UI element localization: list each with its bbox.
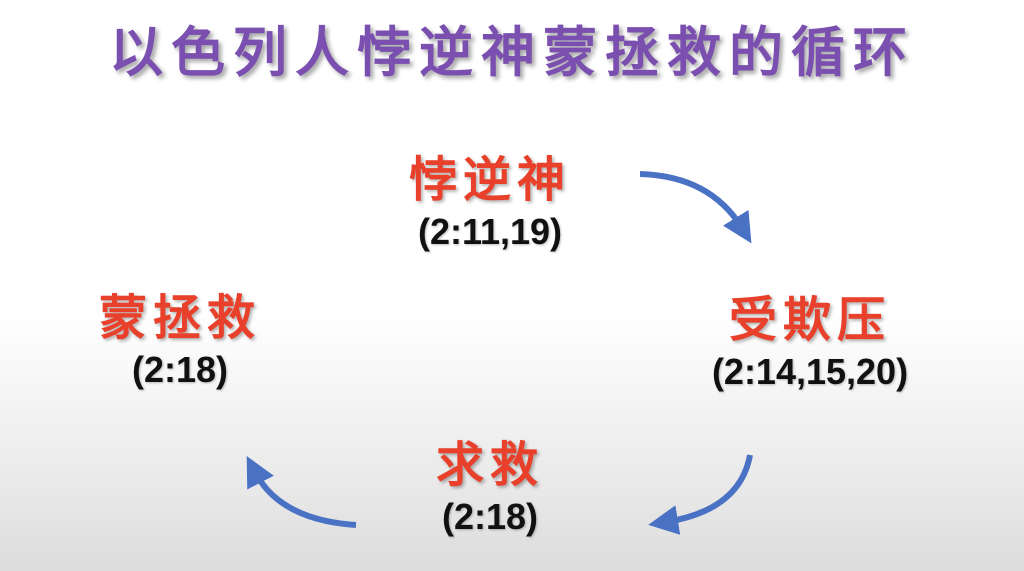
- node-oppressed: 受欺压 (2:14,15,20): [660, 290, 960, 394]
- node-reference: (2:18): [131, 349, 229, 390]
- node-label: 求救: [435, 437, 544, 493]
- node-reference: (2:18): [441, 496, 539, 537]
- node-cry-for-help: 求救 (2:18): [340, 435, 640, 539]
- slide-title: 以色列人悖逆神蒙拯救的循环: [109, 20, 915, 84]
- node-saved: 蒙拯救 (2:18): [30, 288, 330, 392]
- arrow-rebel-to-oppressed: [639, 171, 752, 244]
- node-reference: (2:11,19): [417, 211, 563, 252]
- arrow-oppressed-to-cry: [648, 454, 753, 535]
- node-label: 蒙拯救: [98, 290, 261, 346]
- arrow-cry-to-saved: [246, 456, 357, 528]
- node-label: 悖逆神: [408, 152, 571, 208]
- node-label: 受欺压: [728, 292, 891, 348]
- node-rebel: 悖逆神 (2:11,19): [340, 150, 640, 254]
- node-reference: (2:14,15,20): [711, 351, 909, 392]
